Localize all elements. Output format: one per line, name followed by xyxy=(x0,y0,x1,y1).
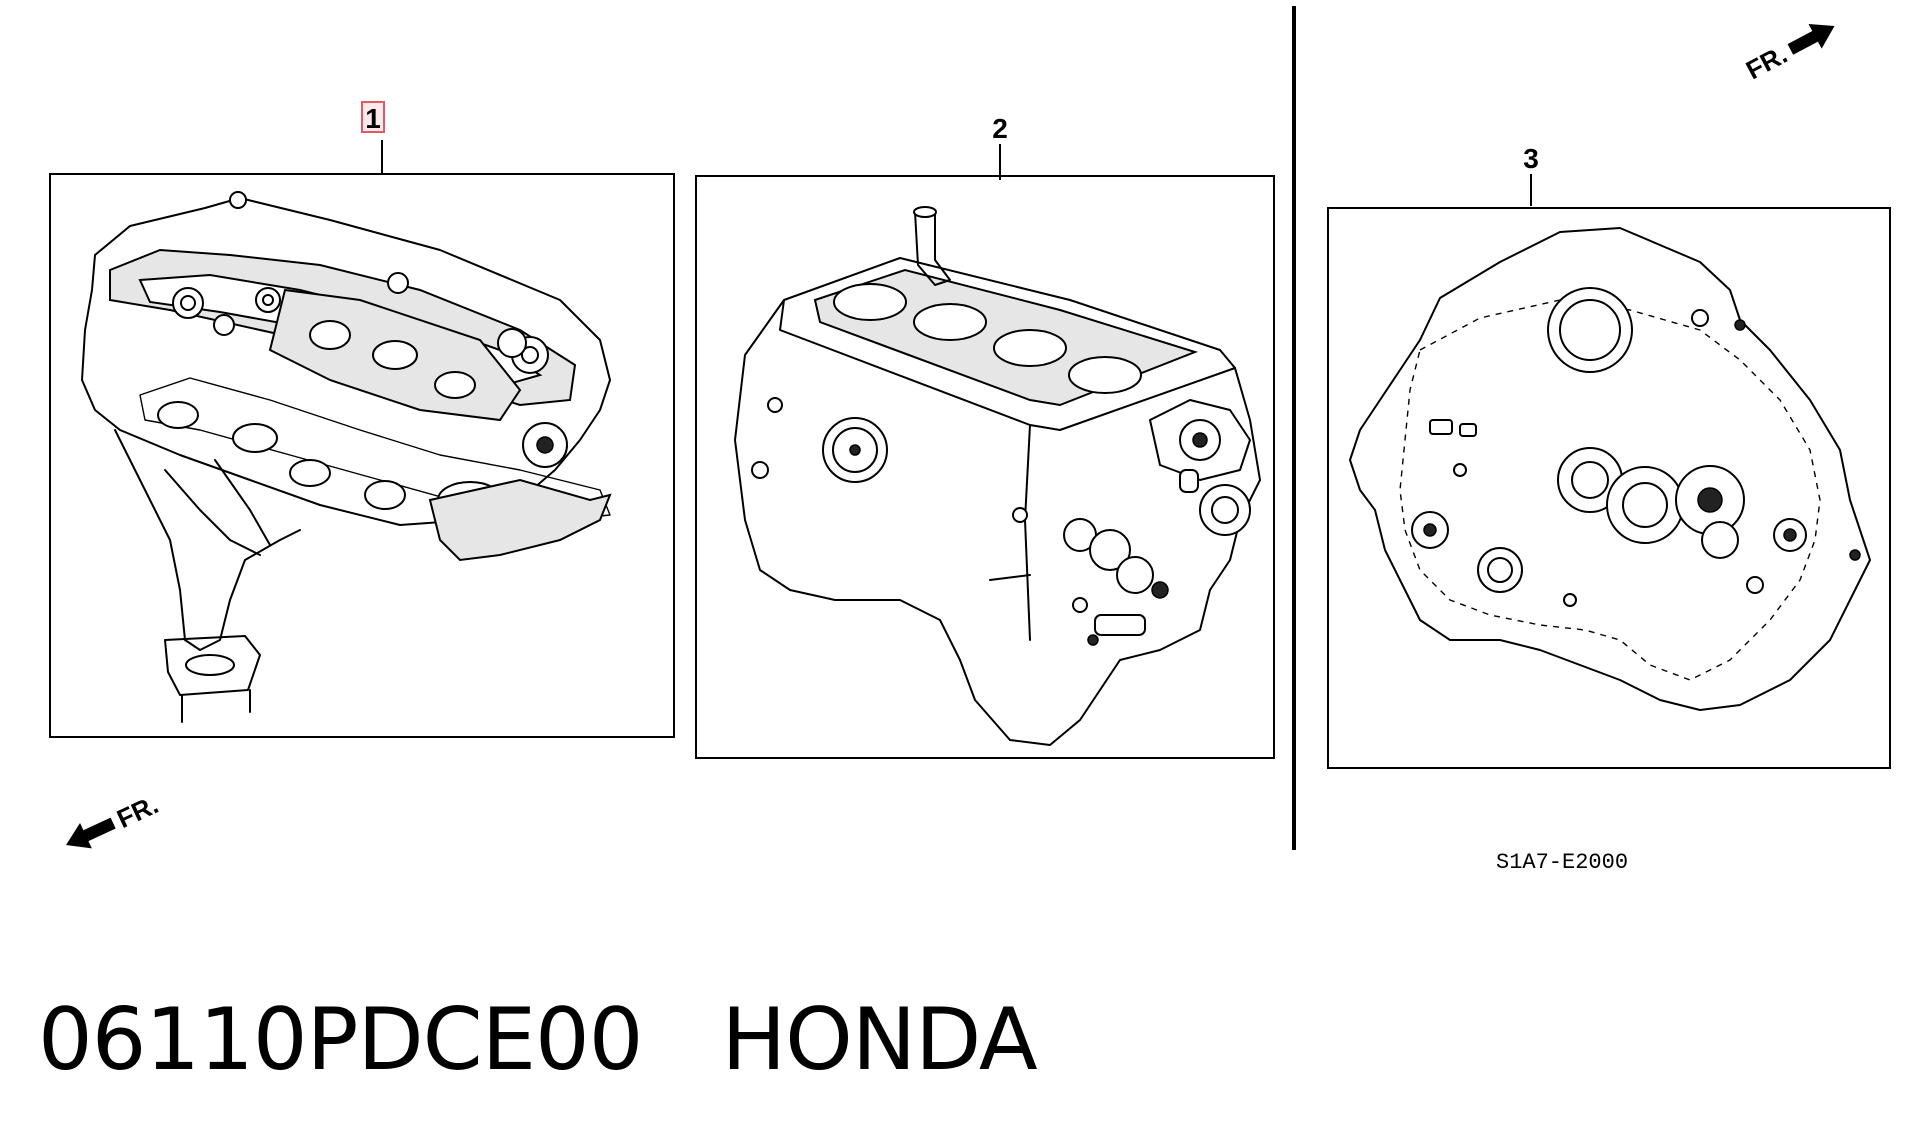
transmission-case-gasket-kit-drawing[interactable] xyxy=(1349,227,1871,711)
callout-1-highlight xyxy=(361,101,385,133)
callout-1[interactable]: 1 xyxy=(361,101,385,174)
part-number-title: 06110PDCE00 HONDA xyxy=(38,990,1038,1090)
callout-1-label: 1 xyxy=(365,103,381,134)
front-direction-indicator-right: FR. xyxy=(1741,23,1835,85)
callout-2-label: 2 xyxy=(992,113,1008,144)
front-direction-arrow-icon xyxy=(66,817,116,849)
front-direction-arrow-icon xyxy=(1787,23,1835,55)
front-direction-label: FR. xyxy=(112,789,163,834)
diagram-code: S1A7-E2000 xyxy=(1496,850,1628,875)
callout-2[interactable]: 2 xyxy=(992,113,1008,180)
front-direction-indicator-left: FR. xyxy=(66,789,163,849)
callout-3-label: 3 xyxy=(1523,143,1539,174)
kit-1-frame xyxy=(49,173,675,738)
cylinder-head-gasket-kit-drawing[interactable] xyxy=(81,191,612,723)
callout-3[interactable]: 3 xyxy=(1523,143,1539,206)
kit-2-frame xyxy=(695,175,1275,759)
engine-block-gasket-kit-drawing[interactable] xyxy=(734,206,1261,746)
kit-3-frame xyxy=(1327,207,1891,769)
front-direction-label: FR. xyxy=(1741,39,1792,85)
